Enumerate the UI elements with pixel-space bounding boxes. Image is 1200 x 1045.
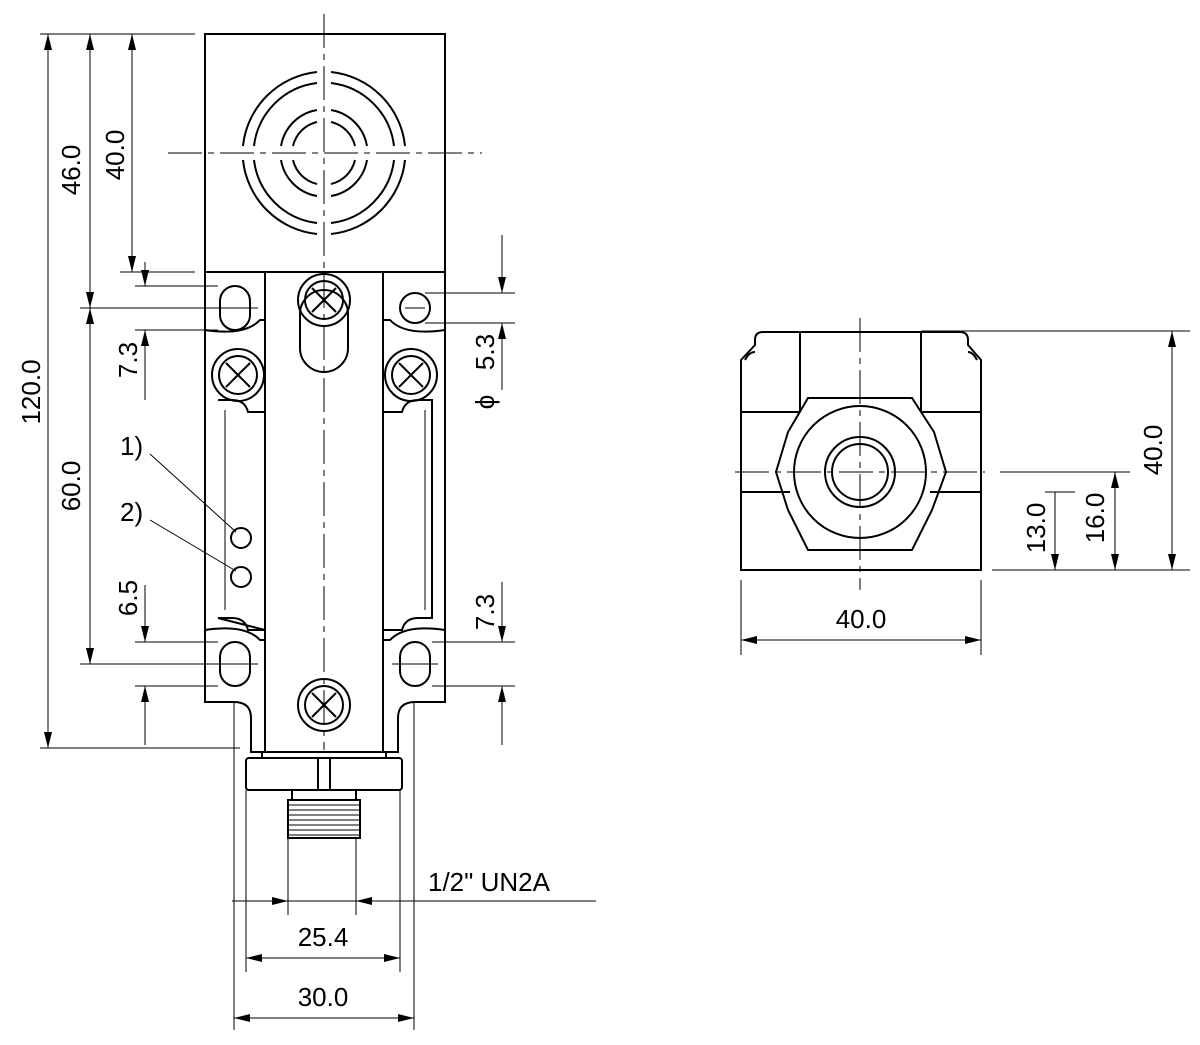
connector-thread	[287, 799, 361, 839]
front-view: 1) 2)	[120, 14, 482, 839]
connector-nut	[245, 757, 403, 791]
dim-7-3-lower-label: 7.3	[470, 594, 500, 630]
side-view-hex-nut	[774, 397, 948, 551]
dim-30-label: 30.0	[298, 982, 349, 1012]
thread-label: 1/2" UN2A	[428, 867, 551, 897]
led-indicator-2	[230, 566, 252, 588]
dim-6-5-label: 6.5	[113, 580, 143, 616]
screw-left	[211, 348, 265, 402]
front-view-dimensions: 120.0 46.0 40.0 60.0 7.3 6.5 ϕ 5.3 7.3 1…	[16, 33, 596, 1030]
adjustment-slot	[299, 289, 349, 373]
side-view-dimensions: 40.0 16.0 13.0 40.0	[740, 330, 1190, 655]
dim-40-width-label: 40.0	[836, 604, 887, 634]
callout-2-label: 2)	[120, 497, 143, 527]
led-indicator-1	[230, 527, 252, 549]
dim-16-label: 16.0	[1080, 493, 1110, 544]
side-view	[735, 318, 985, 590]
screw-right	[384, 348, 438, 402]
dim-40-top-label: 40.0	[100, 130, 130, 181]
dim-120-label: 120.0	[16, 359, 46, 424]
housing-body	[204, 271, 446, 753]
dim-40-height-label: 40.0	[1138, 425, 1168, 476]
mounting-hole-top-right	[399, 292, 431, 324]
screw-bottom-center	[297, 678, 351, 732]
side-view-outline	[740, 331, 982, 571]
dim-diameter-5-3-label: 5.3	[470, 334, 500, 370]
dim-13-label: 13.0	[1021, 503, 1051, 554]
dim-60-label: 60.0	[56, 461, 86, 512]
sensing-face-rings	[242, 71, 406, 235]
dim-46-label: 46.0	[56, 145, 86, 196]
dim-7-3-upper-label: 7.3	[113, 342, 143, 378]
callout-1-label: 1)	[120, 431, 143, 461]
dim-25-4-label: 25.4	[298, 922, 349, 952]
screw-top-center	[297, 273, 351, 327]
dim-diameter-symbol: ϕ	[470, 395, 500, 410]
